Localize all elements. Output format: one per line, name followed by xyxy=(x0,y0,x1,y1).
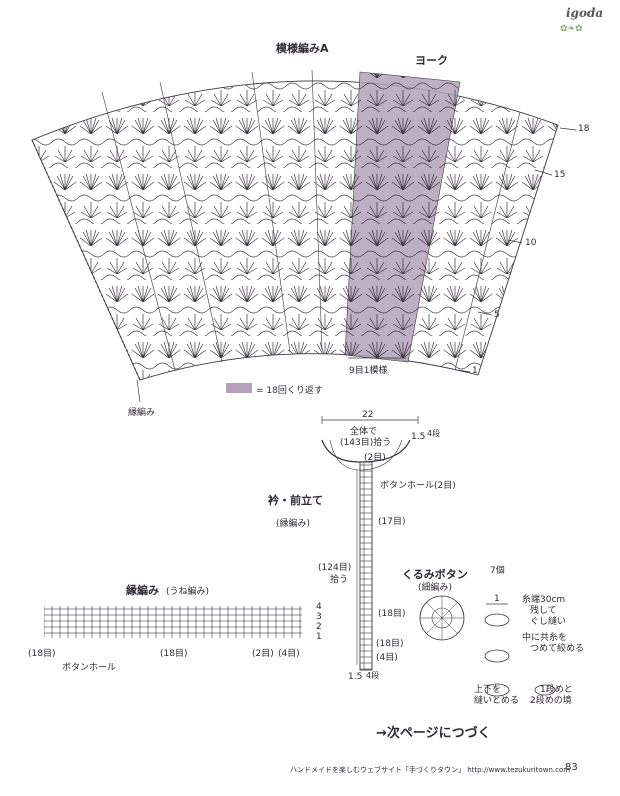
edging-row-2: 2 xyxy=(316,622,322,632)
yoke-label: ヨーク xyxy=(415,54,448,67)
button-step2-line2: つめて絞める xyxy=(530,644,585,654)
legend-text: = 18回くり返す xyxy=(256,386,323,396)
yoke-chart-title: 模様編みA xyxy=(276,42,329,55)
edging-swatch xyxy=(44,606,302,638)
collar-top-stitches: (2目) xyxy=(364,453,386,463)
button-step3-line2: 縫いとめる xyxy=(474,696,520,706)
button-step3-line1: 上下を xyxy=(474,685,502,695)
edging-count-b: (18目) xyxy=(160,649,188,659)
row-number-10: 10 xyxy=(525,238,537,248)
row-number-5: 5 xyxy=(494,310,500,320)
button-step4-line1: 1段めと xyxy=(540,685,573,695)
page-number: 83 xyxy=(565,762,578,773)
button-step2-line1: 中に共糸を xyxy=(522,633,568,643)
edge-label: 縁編み xyxy=(128,408,156,418)
button-step1-line2: 残して xyxy=(530,606,557,616)
footer-site: ハンドメイドを楽しむウェブサイト「手づくりタウン」 http://www.tez… xyxy=(290,766,571,774)
edging-title-paren: (うね編み) xyxy=(166,587,210,597)
collar-band xyxy=(359,461,373,671)
collar-label-18a: (18目) xyxy=(378,609,406,619)
collar-width: 22 xyxy=(362,410,374,420)
collar-top-edge: 1.5 xyxy=(411,432,426,442)
collar-pickup-line1: (124目) xyxy=(318,563,352,573)
edging-title: 縁編み xyxy=(126,584,159,597)
continue-note: →次ページにつづく xyxy=(376,726,491,741)
collar-top-rows: 4段 xyxy=(427,429,441,438)
button-qty: 7個 xyxy=(490,566,505,576)
edging-count-d: (4目) xyxy=(278,649,300,659)
edging-count-a: (18目) xyxy=(28,649,56,659)
brand-logo: igoda xyxy=(566,6,604,20)
collar-label-17: (17目) xyxy=(378,517,406,527)
edging-buttonhole: ボタンホール xyxy=(62,663,117,673)
row-number-1: 1 xyxy=(472,366,478,376)
button-size: 1 xyxy=(494,594,500,604)
collar-label-18b: (18目) xyxy=(376,639,404,649)
button-subtitle: (細編み) xyxy=(418,583,453,593)
edging-row-3: 3 xyxy=(316,612,322,622)
button-title: くるみボタン xyxy=(402,568,468,581)
yoke-highlight-pattern xyxy=(344,71,461,363)
button-step1-line1: 糸端30cm xyxy=(522,595,566,605)
collar-bottom-rows: 4段 xyxy=(366,671,380,680)
collar-bottom-edge: 1.5 xyxy=(348,672,363,682)
button-step1-line3: ぐし縫い xyxy=(530,617,567,627)
button-step4-line2: 2段めの境 xyxy=(530,696,572,706)
edging-count-c: (2目) xyxy=(252,649,274,659)
legend-swatch xyxy=(226,383,252,393)
collar-subtitle: (縁編み) xyxy=(276,519,311,529)
collar-total-line2: (143目)拾う xyxy=(340,438,392,448)
row-number-15: 15 xyxy=(554,170,566,180)
repeat-label: 9目1模様 xyxy=(349,366,388,376)
row-number-18: 18 xyxy=(578,124,590,134)
collar-buttonhole: ボタンホール(2目) xyxy=(380,481,456,491)
collar-pickup-line2: 拾う xyxy=(330,575,349,585)
collar-label-4: (4目) xyxy=(376,653,398,663)
edging-row-1: 1 xyxy=(316,632,322,642)
collar-total-line1: 全体で xyxy=(350,427,378,437)
brand-ornament: ✿❧✿ xyxy=(560,24,583,34)
edging-row-4: 4 xyxy=(316,602,322,612)
collar-title: 衿・前立て xyxy=(268,494,323,507)
